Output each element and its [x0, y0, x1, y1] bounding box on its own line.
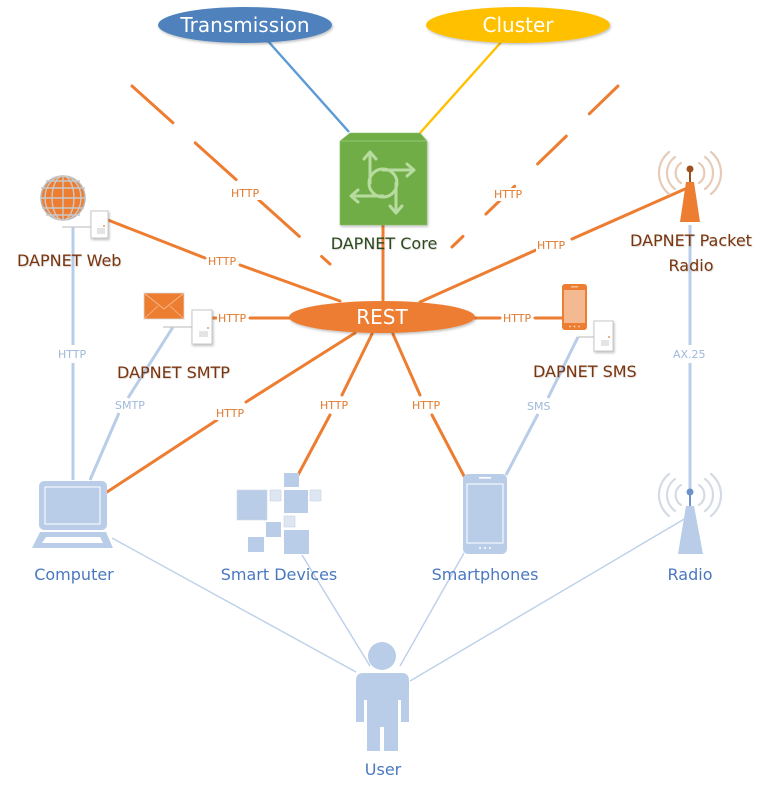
smart-devices-label: Smart Devices — [221, 565, 338, 584]
service-sms[interactable]: DAPNET SMS — [533, 284, 637, 381]
transmission-label: Transmission — [179, 13, 309, 37]
label-computer-web: HTTP — [58, 348, 87, 361]
core-routing-icon — [349, 150, 416, 215]
mobile-phone-icon — [562, 284, 587, 330]
label-dashed-left: HTTP — [231, 187, 260, 200]
transmission-node[interactable]: Transmission — [158, 7, 332, 43]
service-smtp[interactable]: DAPNET SMTP — [117, 292, 230, 382]
label-background — [57, 348, 88, 361]
edge-web-rest — [106, 218, 207, 260]
label-background — [114, 399, 147, 412]
client-smartphones[interactable]: Smartphones — [432, 474, 539, 584]
service-web[interactable]: DAPNET Web — [17, 175, 121, 270]
radio-tower-icon — [657, 472, 723, 554]
smart-devices-icon — [236, 473, 322, 554]
label-background — [215, 407, 246, 420]
envelope-icon — [143, 292, 185, 320]
edge-web-rest-b — [238, 263, 342, 303]
edge-cluster-core — [419, 39, 504, 134]
label-smart-rest: HTTP — [320, 399, 349, 412]
label-web-rest: HTTP — [208, 255, 237, 268]
computer-label: Computer — [34, 565, 114, 584]
packet-radio-label-2: Radio — [669, 256, 714, 275]
edge-computer-smtp-lower — [88, 412, 121, 481]
label-background — [493, 188, 524, 201]
label-background — [672, 348, 707, 361]
edge-transmission-core — [266, 39, 350, 133]
edge-phone-sms-lower — [504, 413, 540, 476]
rest-node[interactable]: REST — [289, 301, 475, 333]
edge-dashed-right — [450, 84, 620, 249]
cluster-label: Cluster — [483, 13, 555, 37]
rest-label: REST — [356, 305, 408, 329]
edge-radio-user — [409, 517, 687, 682]
smtp-label: DAPNET SMTP — [117, 363, 230, 382]
client-radio[interactable]: Radio — [657, 472, 723, 584]
smartphones-label: Smartphones — [432, 565, 539, 584]
label-smtp-rest: HTTP — [218, 312, 247, 325]
user-node[interactable]: User — [356, 642, 409, 779]
label-computer-smtp: SMTP — [115, 399, 145, 412]
client-computer[interactable]: Computer — [32, 481, 114, 584]
label-phone-sms: SMS — [527, 400, 550, 413]
core-label: DAPNET Core — [331, 234, 438, 253]
label-background — [411, 399, 442, 412]
edge-computer-user — [111, 537, 357, 673]
edge-computer-rest-b — [244, 331, 357, 404]
label-sms-rest: HTTP — [503, 312, 532, 325]
label-background — [526, 400, 552, 413]
user-links — [111, 517, 687, 682]
server-icon — [191, 309, 213, 345]
edge-packet-rest — [570, 187, 687, 241]
edge-smartphones-user — [399, 552, 465, 667]
label-phone-rest: HTTP — [412, 399, 441, 412]
edge-smartdevices-user — [301, 554, 371, 667]
cluster-node[interactable]: Cluster — [426, 7, 610, 43]
edge-computer-smtp — [126, 326, 175, 399]
edge-phone-rest-b — [391, 332, 422, 397]
smartphone-icon — [463, 474, 507, 554]
user-label: User — [365, 760, 402, 779]
web-label: DAPNET Web — [17, 251, 121, 270]
label-background — [207, 255, 238, 268]
edge-phone-sms — [546, 336, 580, 399]
laptop-icon — [32, 481, 113, 548]
edge-smart-rest — [296, 413, 332, 477]
service-packet-radio[interactable]: DAPNET Packet Radio — [630, 150, 752, 275]
edge-phone-rest — [430, 413, 466, 478]
sms-label: DAPNET SMS — [533, 362, 637, 381]
label-dashed-right: HTTP — [494, 188, 523, 201]
edge-smart-rest-b — [340, 332, 374, 397]
edge-computer-rest — [105, 418, 219, 494]
radio-tower-icon — [657, 150, 723, 222]
core-node[interactable]: DAPNET Core — [331, 132, 438, 253]
user-icon — [356, 642, 409, 751]
label-radio-packet: AX.25 — [673, 348, 706, 361]
globe-icon — [40, 175, 86, 221]
edge-packet-rest-b — [418, 248, 538, 304]
client-smart-devices[interactable]: Smart Devices — [221, 473, 338, 584]
packet-radio-label-1: DAPNET Packet — [630, 231, 752, 250]
label-computer-rest: HTTP — [216, 407, 245, 420]
edge-dashed-left — [130, 84, 332, 266]
server-icon — [90, 210, 109, 239]
label-packet-rest: HTTP — [537, 239, 566, 252]
server-icon — [593, 320, 614, 352]
label-background — [319, 399, 350, 412]
label-background — [502, 312, 533, 325]
label-background — [217, 312, 248, 325]
label-background — [536, 239, 567, 252]
radio-label: Radio — [668, 565, 713, 584]
label-background — [230, 187, 261, 200]
